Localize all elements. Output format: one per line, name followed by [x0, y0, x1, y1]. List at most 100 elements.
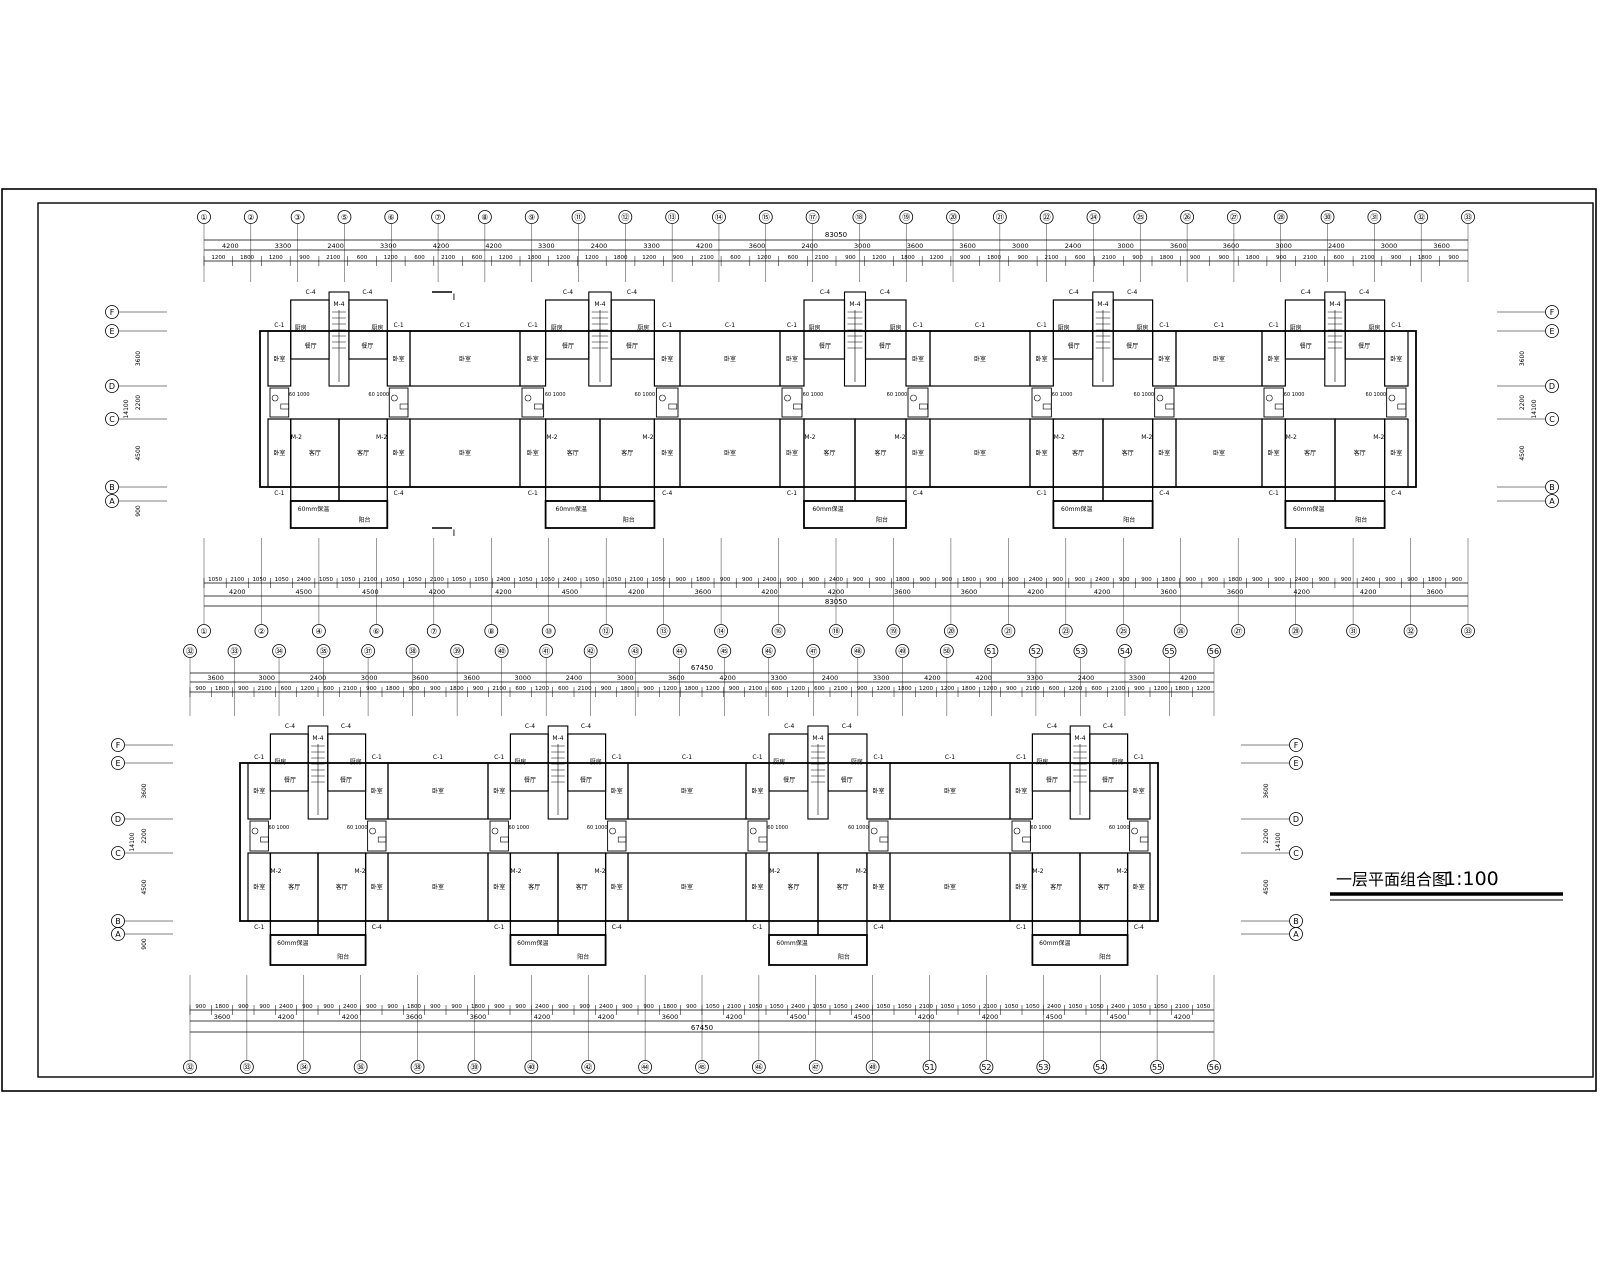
dim-text-top2: 2100	[815, 255, 829, 261]
dim-text-bot2: 4200	[278, 1013, 295, 1021]
bedroom-link	[889, 762, 1011, 820]
window-tag: C-1	[945, 754, 955, 761]
dim-text-bot1: 2100	[363, 577, 377, 583]
dim-text-bot2: 3600	[695, 588, 712, 596]
axis-top-bubble	[361, 644, 375, 658]
room-label-bedroom: 卧室	[786, 449, 798, 457]
axis-top-bubble	[1227, 210, 1241, 224]
dim-text-top2: 1200	[300, 686, 314, 692]
heating-note: 60mm保温	[776, 939, 807, 947]
bedroom-link	[929, 418, 1031, 488]
heating-note: 60mm保温	[1061, 505, 1092, 513]
bedroom-south	[267, 418, 292, 488]
dim-text-bot1: 1050	[1090, 1004, 1104, 1010]
dim-text-top1: 3600	[1223, 242, 1240, 250]
dim-text-top2: 1800	[684, 686, 698, 692]
bathroom	[1011, 820, 1031, 852]
axis-bottom-bubble	[369, 624, 384, 638]
dim-text-bot1: 900	[366, 1004, 377, 1010]
axis-bottom-bubble	[197, 624, 211, 638]
dim-text-top2: 2100	[343, 686, 357, 692]
dim-text-bot2: 4200	[429, 588, 446, 596]
kitchen-room	[544, 299, 590, 360]
axis-top-label: ㊿	[943, 647, 951, 656]
basin-fixture	[668, 403, 678, 410]
axis-side-right-label: B	[1549, 483, 1555, 492]
kitchen-room	[348, 299, 388, 360]
side-dim: 3600	[141, 783, 148, 798]
dim-text-top1: 4200	[1180, 674, 1197, 682]
window-tag: C-4	[394, 490, 404, 497]
axis-bottom-bubble	[484, 624, 499, 638]
dim-text-top1: 3600	[749, 242, 766, 250]
bathroom	[1031, 387, 1052, 418]
window-tag: C-4	[612, 924, 622, 931]
dim-text-bot1: 2400	[791, 1004, 805, 1010]
axis-top-bubble	[477, 210, 492, 224]
axis-bottom-bubble	[714, 624, 728, 638]
kitchen-room	[803, 299, 846, 360]
dim-text-bot1: 1800	[962, 577, 976, 583]
dim-text-bot1: 1050	[1004, 1004, 1018, 1010]
toilet-fixture	[251, 827, 259, 835]
axis-bottom-bubble	[944, 624, 958, 638]
axis-top-label: ㉕	[1136, 213, 1144, 222]
dim-text-bot1: 900	[875, 577, 886, 583]
axis-top-label: ㉝	[231, 647, 239, 656]
room-label-bedroom: 卧室	[459, 449, 471, 457]
room-label-bedroom: 卧室	[1390, 449, 1402, 457]
window-tag: C-1	[528, 490, 538, 497]
window-tag: C-1	[1269, 490, 1279, 497]
door-tag-m2: M-2	[1141, 434, 1152, 441]
room-label-bedroom: 卧室	[1158, 449, 1170, 457]
axis-top-label: ㊹	[676, 647, 684, 656]
dim-text-bot1: 900	[786, 577, 797, 583]
axis-side-left-label: A	[109, 497, 115, 506]
kitchen-room	[1112, 299, 1154, 360]
toilet-fixture	[784, 394, 791, 402]
room-label-balcony: 阳台	[1355, 516, 1367, 524]
dim-text-bot1: 900	[742, 577, 753, 583]
dim-text-top1: 3000	[617, 674, 634, 682]
axis-top-label: ㉔	[1089, 213, 1097, 222]
axis-bottom-bubble	[808, 1060, 823, 1074]
dim-text-top2: 900	[601, 686, 612, 692]
axis-top-bubble	[571, 210, 586, 224]
basin-fixture	[260, 836, 269, 843]
dim-text-bot1: 900	[238, 1004, 249, 1010]
dim-text-bot1: 2400	[1361, 577, 1375, 583]
dim-text-top1: 3300	[643, 242, 660, 250]
door-tag-m2: M-2	[291, 434, 302, 441]
bedroom-north	[247, 762, 271, 820]
door-tag-m4: M-4	[552, 735, 563, 742]
dim-text-top2: 1200	[642, 255, 656, 261]
window-tag: C-1	[787, 322, 797, 329]
room-label-dining: 餐厅	[626, 342, 638, 350]
axis-top-bubble	[758, 210, 773, 224]
axis-top-label: ㊽	[854, 647, 862, 656]
axis-top-label: ㊻	[765, 647, 773, 656]
misc-dim: 60 1000	[545, 392, 566, 398]
dim-text-bot1: 900	[1119, 577, 1130, 583]
axis-top-bubble	[272, 644, 286, 658]
dim-text-bot1: 900	[919, 577, 930, 583]
axis-top-bubble	[618, 210, 633, 224]
bedroom-south	[1126, 852, 1151, 922]
axis-bottom-label: ㉗	[1234, 627, 1242, 636]
axis-side-left-label: C	[115, 849, 121, 858]
misc-dim: 60 1000	[887, 392, 908, 398]
dim-text-bot2: 4200	[229, 588, 246, 596]
axis-top-bubble	[1367, 210, 1382, 224]
dim-text-top2: 900	[1017, 255, 1028, 261]
side-dim: 14100	[1531, 399, 1538, 418]
window-tag: C-1	[1037, 322, 1047, 329]
axis-side-left-label: E	[115, 759, 120, 768]
axis-bottom-bubble	[656, 624, 671, 638]
dim-text-top2: 900	[1391, 255, 1402, 261]
toilet-fixture	[1013, 827, 1021, 835]
dim-text-bot1: 2100	[1175, 1004, 1189, 1010]
axis-top-label: ③	[294, 213, 301, 222]
axis-bottom-label: ㉖	[1177, 627, 1185, 636]
window-tag: C-1	[873, 754, 883, 761]
door-tag-m2: M-2	[642, 434, 653, 441]
